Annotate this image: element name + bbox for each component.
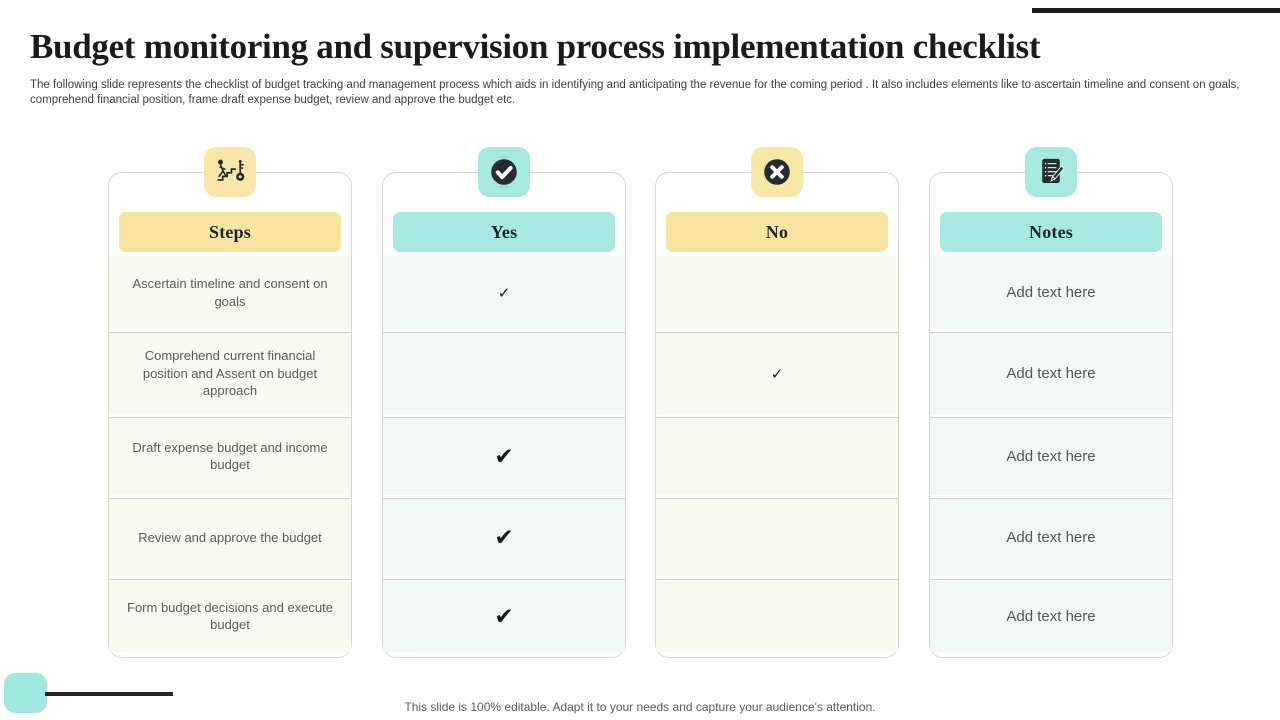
yes-cell: ✓	[383, 256, 625, 330]
steps-climb-icon	[204, 147, 256, 197]
column-yes: Yes ✓ ✔ ✔ ✔	[382, 147, 626, 658]
slide-subtitle: The following slide represents the check…	[30, 79, 1240, 106]
note-cell[interactable]: Add text here	[930, 498, 1172, 577]
step-cell: Comprehend current financial position an…	[109, 332, 351, 414]
step-label: Form budget decisions and execute budget	[127, 599, 333, 633]
footer-note: This slide is 100% editable. Adapt it to…	[404, 700, 876, 714]
bottom-left-accent-line	[45, 692, 173, 696]
note-cell[interactable]: Add text here	[930, 579, 1172, 652]
no-cell: ✓	[656, 332, 898, 414]
step-label: Comprehend current financial position an…	[142, 348, 318, 399]
column-header-yes: Yes	[393, 212, 615, 252]
step-label: Ascertain timeline and consent on goals	[132, 276, 328, 309]
step-cell: Draft expense budget and income budget	[109, 416, 351, 496]
column-header-steps: Steps	[119, 212, 341, 252]
no-cells: ✓	[656, 256, 898, 652]
top-right-accent-bar	[1032, 8, 1280, 13]
no-cell	[656, 416, 898, 496]
notes-cells: Add text here Add text here Add text her…	[930, 256, 1172, 652]
column-header-no: No	[666, 212, 888, 252]
note-cell[interactable]: Add text here	[930, 332, 1172, 414]
note-cell[interactable]: Add text here	[930, 416, 1172, 496]
column-notes: Notes Add text here Add text here Add te…	[929, 147, 1173, 658]
note-placeholder[interactable]: Add text here	[1006, 365, 1096, 383]
yes-cell: ✔	[383, 579, 625, 652]
column-no: No ✓	[655, 147, 899, 658]
no-cell	[656, 498, 898, 577]
no-cell	[656, 579, 898, 652]
bottom-left-accent-square	[4, 673, 47, 713]
cross-circle-icon	[751, 147, 803, 197]
note-placeholder[interactable]: Add text here	[1006, 607, 1096, 625]
checkmark: ✓	[770, 365, 784, 383]
column-header-notes: Notes	[940, 212, 1162, 252]
yes-cells: ✓ ✔ ✔ ✔	[383, 256, 625, 652]
step-cell: Ascertain timeline and consent on goals	[109, 256, 351, 330]
checkmark: ✔	[494, 524, 514, 551]
checkmark: ✓	[497, 284, 511, 302]
notepad-pencil-icon	[1025, 147, 1077, 197]
steps-cells: Ascertain timeline and consent on goals …	[109, 256, 351, 652]
step-label: Review and approve the budget	[138, 530, 322, 546]
column-steps: Steps Ascertain timeline and consent on …	[108, 147, 352, 658]
note-placeholder[interactable]: Add text here	[1006, 284, 1096, 302]
no-cell	[656, 256, 898, 330]
note-placeholder[interactable]: Add text here	[1006, 529, 1096, 547]
note-cell[interactable]: Add text here	[930, 256, 1172, 330]
checkmark: ✔	[494, 442, 514, 469]
step-label: Draft expense budget and income budget	[132, 439, 328, 473]
note-placeholder[interactable]: Add text here	[1006, 447, 1096, 465]
page-title: Budget monitoring and supervision proces…	[30, 27, 1041, 66]
step-cell: Review and approve the budget	[109, 498, 351, 577]
checkmark: ✔	[494, 602, 514, 629]
step-cell: Form budget decisions and execute budget	[109, 579, 351, 652]
yes-cell: ✔	[383, 498, 625, 577]
check-circle-icon	[478, 147, 530, 197]
yes-cell: ✔	[383, 416, 625, 496]
yes-cell	[383, 332, 625, 414]
